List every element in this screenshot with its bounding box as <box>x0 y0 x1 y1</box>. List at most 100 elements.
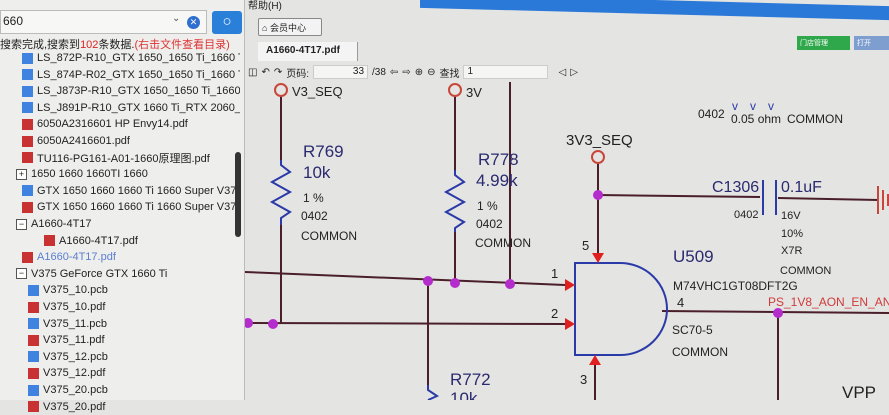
r778-value: 4.99k <box>476 171 518 190</box>
pdf-file-icon <box>22 118 33 130</box>
c1306-voltage: 16V <box>781 210 801 222</box>
pcb-file-icon <box>22 185 33 197</box>
r778-ref: R778 <box>478 150 519 169</box>
tab-document[interactable]: A1660-4T17.pdf <box>258 42 358 61</box>
clear-search-icon[interactable]: ✕ <box>187 16 200 29</box>
tree-item[interactable]: −V375 GeForce GTX 1660 Ti <box>0 266 240 282</box>
tree-item[interactable]: GTX 1650 1660 1660 Ti 1660 Super V375_8 <box>0 199 240 215</box>
store-manage-button[interactable]: 门店管理 <box>797 36 850 50</box>
pin-1: 1 <box>551 266 558 281</box>
result-count: 102 <box>80 39 99 51</box>
tree-item[interactable]: V375_12.pdf <box>0 365 240 381</box>
r772-value: 10k <box>450 389 478 400</box>
u509-part: M74VHC1GT08DFT2G <box>673 279 798 293</box>
tree-item[interactable]: LS_J891P-R10_GTX 1660 Ti_RTX 2060_2070 <box>0 100 240 116</box>
prev-page-icon[interactable]: ⇦ <box>389 66 399 78</box>
tree-item-label: LS_J891P-R10_GTX 1660 Ti_RTX 2060_2070 <box>37 101 240 114</box>
tree-item-label: V375 GeForce GTX 1660 Ti <box>31 267 168 280</box>
tree-item-label: A1660-4T17.pdf <box>59 234 138 247</box>
tree-item-label: GTX 1650 1660 1660 Ti 1660 Super V375_8 <box>37 201 240 214</box>
title-bar <box>420 0 889 21</box>
zoom-in-icon[interactable]: ⊕ <box>414 66 424 78</box>
tree-item[interactable]: −A1660-4T17 <box>0 216 240 232</box>
c1306-pkg: 0402 <box>734 209 758 221</box>
tree-item[interactable]: 6050A2316601 HP Envy14.pdf <box>0 116 240 132</box>
r769-pkg: 0402 <box>301 209 328 223</box>
menu-help[interactable]: 帮助(H) <box>248 1 282 12</box>
r769-value: 10k <box>303 163 331 182</box>
c1306-var: COMMON <box>780 265 831 277</box>
pcb-file-icon <box>28 284 39 296</box>
dual-page-icon[interactable]: ◫ <box>248 66 258 78</box>
tree-item[interactable]: LS_872P-R10_GTX 1650_1650 Ti_1660 Ti_RT <box>0 50 240 66</box>
r769-var: COMMON <box>301 229 357 243</box>
pdf-file-icon <box>22 135 33 147</box>
tree-item-label: V375_11.pcb <box>43 317 108 330</box>
chevron-down-icon[interactable]: ⌄ <box>172 13 181 24</box>
tree-item-label: V375_11.pdf <box>43 334 105 347</box>
tree-item-label: A1660-4T17 <box>31 218 92 230</box>
tree-item-label: V375_20.pdf <box>43 400 106 413</box>
tree-item[interactable]: V375_12.pcb <box>0 349 240 365</box>
tree-item[interactable]: LS_J873P-R10_GTX 1650_1650 Ti_1660 Ti_R <box>0 83 240 99</box>
find-input[interactable]: 1 <box>463 65 549 79</box>
tree-item[interactable]: V375_10.pcb <box>0 282 240 298</box>
schematic-canvas[interactable]: V3_SEQ 3V 3V3_SEQ R769 10k 1 % 0402 COMM… <box>245 82 889 400</box>
tree-item[interactable]: V375_20.pcb <box>0 382 240 398</box>
net-label-vpp: VPP <box>842 383 876 400</box>
res-value: 0.05 ohm <box>731 112 781 126</box>
c1306-dielectric: X7R <box>781 245 802 257</box>
rotate-right-icon[interactable]: ↷ <box>273 66 283 78</box>
zoom-out-icon[interactable]: ⊖ <box>427 66 436 78</box>
tree-item[interactable]: A1660-4T17.pdf <box>0 233 240 249</box>
tree-item[interactable]: V375_11.pcb <box>0 316 240 332</box>
search-status: 搜索完成,搜索到102条数据.(右击文件查看目录) <box>0 36 230 52</box>
u509-ref: U509 <box>673 247 714 266</box>
file-browser-panel: 660 ⌄ ✕ ○ 搜索完成,搜索到102条数据.(右击文件查看目录) LS_8… <box>0 0 245 413</box>
collapse-icon[interactable]: − <box>16 268 27 280</box>
pin-5: 5 <box>582 238 589 253</box>
scrollbar[interactable] <box>235 152 241 237</box>
vip-label: 会员中心 <box>269 23 306 33</box>
page-total: /38 <box>372 66 386 78</box>
find-next-icon[interactable]: ▷ <box>570 66 578 78</box>
tree-item[interactable]: V375_10.pdf <box>0 299 240 315</box>
tree-item-label: LS_J873P-R10_GTX 1650_1650 Ti_1660 Ti_R <box>37 85 240 98</box>
pcb-file-icon <box>28 318 39 330</box>
net-label-ps-1v8: PS_1V8_AON_EN_AN <box>768 295 889 309</box>
tree-item[interactable]: LS_874P-R02_GTX 1650_1650 Ti_1660 Ti_RT <box>0 67 240 83</box>
search-button[interactable]: ○ <box>212 11 242 34</box>
tree-item[interactable]: +1650 1660 1660TI 1660 <box>0 166 240 182</box>
net-label-3v3-seq: 3V3_SEQ <box>566 132 633 149</box>
tree-item[interactable]: A1660-4T17.pdf <box>0 249 240 265</box>
viewer-toolbar: ◫ ↶ ↷ 页码: 33 /38 ⇦ ⇨ ⊕ ⊖ 查找 1 ◁ ▷ <box>248 62 889 82</box>
expand-icon[interactable]: + <box>16 168 27 180</box>
tree-item[interactable]: GTX 1650 1660 1660 Ti 1660 Super V375_8 <box>0 183 240 199</box>
pcb-file-icon <box>22 102 33 114</box>
open-button[interactable]: 打开 <box>854 36 889 50</box>
tree-item-label: TU116-PG161-A01-1660原理图.pdf <box>37 152 210 165</box>
res-pkg: 0402 <box>698 107 725 121</box>
tree-item-label: GTX 1650 1660 1660 Ti 1660 Super V375_8 <box>37 184 240 197</box>
vip-center-button[interactable]: ⌂ 会员中心 <box>258 18 322 36</box>
tree-item-label: V375_12.pcb <box>43 350 108 363</box>
tree-item[interactable]: V375_11.pdf <box>0 332 240 348</box>
r772-ref: R772 <box>450 370 491 389</box>
pin-2: 2 <box>551 306 558 321</box>
rotate-left-icon[interactable]: ↶ <box>261 66 270 78</box>
pdf-file-icon <box>22 201 33 213</box>
tree-item[interactable]: V375_20.pdf <box>0 399 240 415</box>
u509-pkg: SC70-5 <box>672 323 713 337</box>
tree-item[interactable]: TU116-PG161-A01-1660原理图.pdf <box>0 150 240 166</box>
pcb-file-icon <box>28 351 39 363</box>
home-icon: ⌂ <box>262 23 268 33</box>
tree-item[interactable]: 6050A2416601.pdf <box>0 133 240 149</box>
pcb-file-icon <box>22 85 33 97</box>
next-page-icon[interactable]: ⇨ <box>402 66 411 78</box>
search-input[interactable]: 660 <box>0 10 207 34</box>
page-label: 页码: <box>286 68 310 80</box>
find-prev-icon[interactable]: ◁ <box>558 66 567 78</box>
page-input[interactable]: 33 <box>313 65 369 79</box>
collapse-icon[interactable]: − <box>16 218 27 230</box>
find-label: 查找 <box>439 68 460 80</box>
